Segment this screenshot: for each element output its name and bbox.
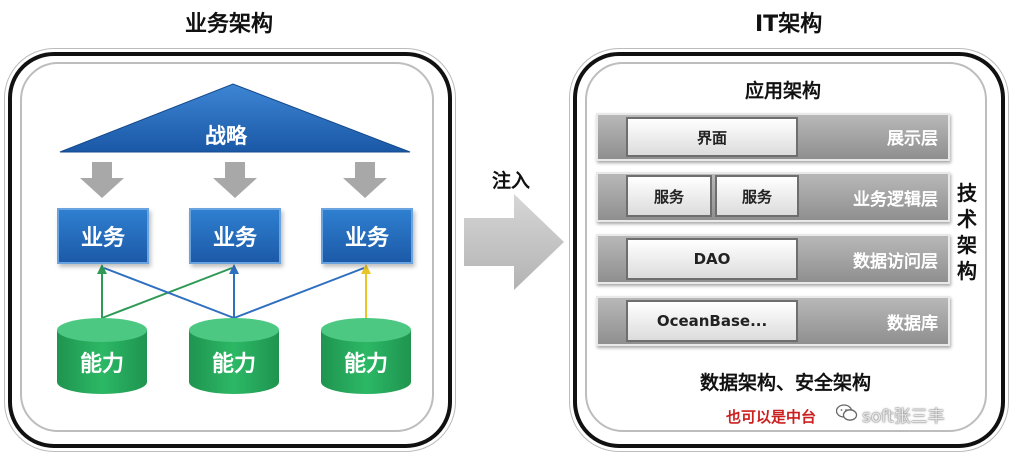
- inject-arrow: [464, 194, 564, 290]
- link-arrowheads: [97, 264, 371, 274]
- chip-interface: 界面: [626, 117, 798, 157]
- down-arrow: [343, 162, 387, 198]
- tech-char: 术: [957, 207, 977, 231]
- chip-service: 服务: [626, 175, 712, 217]
- layer-label: 业务逻辑层: [853, 190, 938, 210]
- capability-cylinder: [189, 318, 279, 394]
- layer-label: 数据访问层: [853, 252, 938, 272]
- tech-char: 技: [957, 181, 977, 205]
- capability-links: [101, 267, 367, 319]
- technical-architecture-label: 技 术 架 构: [954, 180, 980, 284]
- it-architecture-title: IT架构: [755, 12, 823, 37]
- capability-label: 能力: [343, 352, 388, 377]
- capability-label: 能力: [79, 352, 124, 377]
- tech-char: 构: [957, 259, 977, 283]
- chip-service: 服务: [715, 175, 799, 217]
- data-security-architecture-label: 数据架构、安全架构: [700, 372, 872, 394]
- link-line: [103, 267, 235, 319]
- business-box: 业务: [57, 208, 149, 264]
- inject-label: 注入: [492, 170, 531, 192]
- business-diagram-graphics: [57, 83, 411, 394]
- capability-cylinder: [57, 318, 147, 394]
- middle-platform-note: 也可以是中台: [726, 408, 817, 426]
- chip-dao: DAO: [626, 238, 798, 280]
- business-box: 业务: [189, 208, 281, 264]
- application-architecture-title: 应用架构: [745, 80, 822, 102]
- wechat-icon: [835, 404, 858, 422]
- watermark-text: soft张三丰: [862, 407, 945, 427]
- business-box: 业务: [321, 208, 413, 264]
- capability-label: 能力: [211, 352, 256, 377]
- link-line: [233, 267, 365, 319]
- chip-oceanbase: OceanBase...: [626, 300, 798, 342]
- layer-label: 展示层: [887, 129, 938, 149]
- business-architecture-title: 业务架构: [185, 12, 274, 37]
- strategy-triangle: [59, 83, 411, 153]
- down-arrow: [80, 162, 124, 198]
- layer-label: 数据库: [887, 314, 938, 334]
- capability-cylinder: [321, 318, 411, 394]
- strategy-label: 战略: [205, 124, 247, 148]
- tech-char: 架: [957, 233, 977, 257]
- down-arrow: [213, 162, 257, 198]
